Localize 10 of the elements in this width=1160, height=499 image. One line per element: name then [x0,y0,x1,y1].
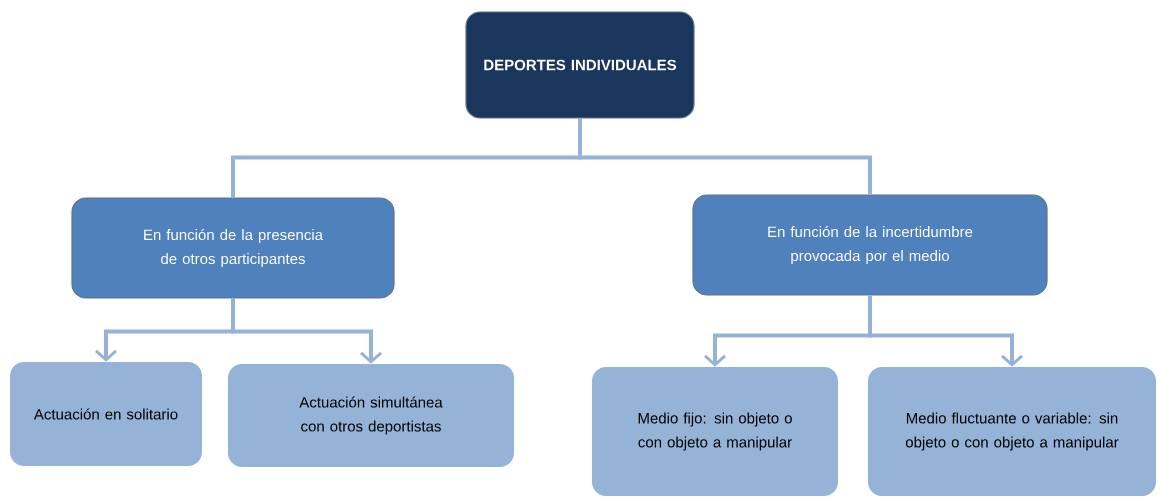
leaf-box: Medio fijo: sin objeto o con objeto a manipular [592,367,838,496]
category-box: En función de la incertidumbre provocada por el medio [692,194,1048,296]
title-box: DEPORTES INDIVIDUALES [465,11,695,119]
connector [231,298,382,364]
leaf-box: Actuación en solitario [10,362,202,466]
connector [578,118,872,195]
category-box: En función de la presencia de otros participantes [71,197,395,299]
connector [868,295,1023,367]
leaf-box: Actuación simultánea con otros deportistas [228,364,514,467]
leaf-box: Medio fluctuante o variable: sin objeto o con objeto a manipular [868,367,1156,496]
